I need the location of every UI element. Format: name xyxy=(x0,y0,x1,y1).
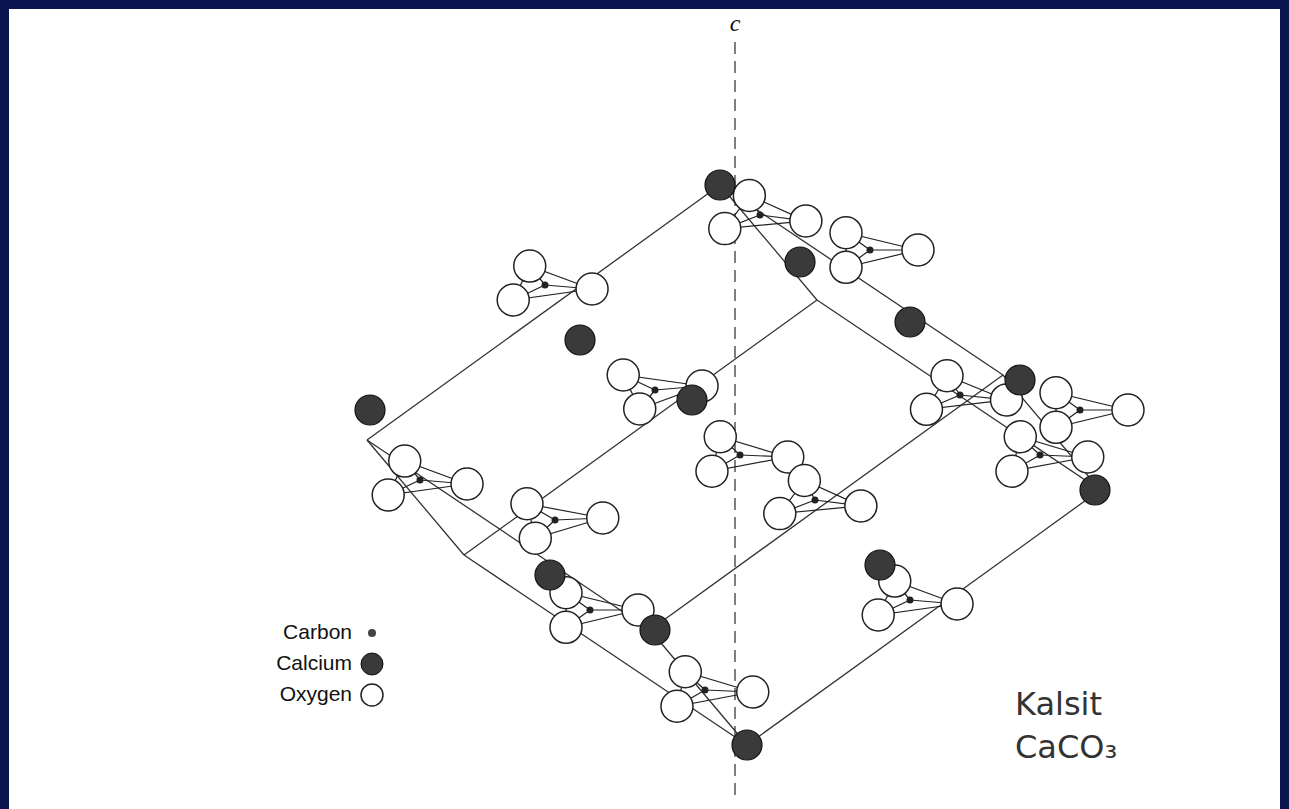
carbon-atom xyxy=(757,212,764,219)
mineral-name: Kalsit xyxy=(1015,685,1102,723)
calcium-atom xyxy=(640,615,670,645)
calcium-atom xyxy=(732,730,762,760)
calcium-atom xyxy=(355,395,385,425)
oxygen-atom xyxy=(1004,421,1036,453)
carbonate-ion xyxy=(1040,377,1144,444)
carbon-atom xyxy=(542,282,549,289)
oxygen-atom xyxy=(661,690,693,722)
cell-edge xyxy=(464,300,817,555)
oxygen-atom xyxy=(519,522,551,554)
oxygen-atom xyxy=(830,251,862,283)
oxygen-atom xyxy=(790,205,822,237)
oxygen-atom xyxy=(830,217,862,249)
oxygen-atom xyxy=(788,464,820,496)
oxygen-atom xyxy=(910,393,942,425)
carbonate-ion xyxy=(372,445,483,511)
oxygen-atom xyxy=(902,234,934,266)
carbon-atom xyxy=(1037,452,1044,459)
cell-edge xyxy=(367,440,464,555)
cell-edge xyxy=(367,440,650,630)
oxygen-atom xyxy=(514,250,546,282)
cell-edge xyxy=(367,185,720,440)
oxygen-atom xyxy=(550,611,582,643)
legend-text: Carbon xyxy=(283,620,352,644)
oxygen-atom xyxy=(696,455,728,487)
carbonate-ion xyxy=(910,360,1022,426)
calcium-atom xyxy=(785,247,815,277)
oxygen-atom xyxy=(764,498,796,530)
oxygen-atom xyxy=(511,488,543,520)
calcium-atom xyxy=(1080,475,1110,505)
oxygen-atom xyxy=(1112,394,1144,426)
legend-text: Calcium xyxy=(276,651,352,675)
carbon-atom xyxy=(1077,407,1084,414)
oxygen-atom xyxy=(737,676,769,708)
cell-edge xyxy=(720,185,1003,375)
oxygen-atom xyxy=(704,421,736,453)
cell-edge xyxy=(650,375,1003,630)
carbonate-ion xyxy=(497,250,608,316)
oxygen-atom xyxy=(931,360,963,392)
carbonate-ion xyxy=(550,577,654,644)
carbonate-groups xyxy=(372,179,1144,722)
carbon-atom xyxy=(907,597,914,604)
carbon-atom xyxy=(957,392,964,399)
cell-edge xyxy=(650,630,747,745)
carbonate-ion xyxy=(511,488,619,554)
oxygen-atom xyxy=(372,479,404,511)
calcium-sample xyxy=(361,653,383,675)
oxygen-atom xyxy=(497,284,529,316)
carbonate-ion xyxy=(830,217,934,284)
oxygen-atom xyxy=(389,445,421,477)
carbon-atom xyxy=(867,247,874,254)
cell-edge xyxy=(464,555,747,745)
oxygen-atom xyxy=(1072,441,1104,473)
legend-samples xyxy=(361,629,383,706)
oxygen-atom xyxy=(669,656,701,688)
carbonate-ion xyxy=(661,656,769,722)
oxygen-atom xyxy=(587,502,619,534)
carbonate-ion xyxy=(764,464,877,529)
calcium-atom xyxy=(865,550,895,580)
carbon-atom xyxy=(702,687,709,694)
legend-text: Oxygen xyxy=(280,682,352,706)
slide-ground xyxy=(9,9,1280,809)
oxygen-atom xyxy=(996,455,1028,487)
calcium-atom xyxy=(705,170,735,200)
oxygen-sample xyxy=(361,684,383,706)
oxygen-atom xyxy=(1040,377,1072,409)
oxygen-atom xyxy=(1040,411,1072,443)
carbon-atom xyxy=(552,517,559,524)
axis-label: c xyxy=(730,10,741,37)
cell-edge xyxy=(817,300,1100,490)
carbonate-ion xyxy=(607,359,718,425)
c-axis xyxy=(734,42,736,802)
chemical-formula: CaCO₃ xyxy=(1015,728,1117,766)
calcium-atom xyxy=(895,307,925,337)
carbonate-ion xyxy=(696,421,804,487)
oxygen-atom xyxy=(862,599,894,631)
calcium-atom xyxy=(1005,365,1035,395)
oxygen-atom xyxy=(709,213,741,245)
calcium-atom xyxy=(677,385,707,415)
carbon-atom xyxy=(587,607,594,614)
calcium-atom xyxy=(535,560,565,590)
carbon-sample xyxy=(368,629,376,637)
oxygen-atom xyxy=(607,359,639,391)
oxygen-atom xyxy=(624,393,656,425)
oxygen-atom xyxy=(576,273,608,305)
oxygen-atom xyxy=(733,179,765,211)
carbon-atom xyxy=(417,477,424,484)
carbon-atom xyxy=(652,387,659,394)
carbon-atom xyxy=(737,452,744,459)
oxygen-atom xyxy=(941,588,973,620)
carbon-atom xyxy=(812,497,819,504)
oxygen-atom xyxy=(451,468,483,500)
calcium-atom xyxy=(565,325,595,355)
oxygen-atom xyxy=(845,490,877,522)
